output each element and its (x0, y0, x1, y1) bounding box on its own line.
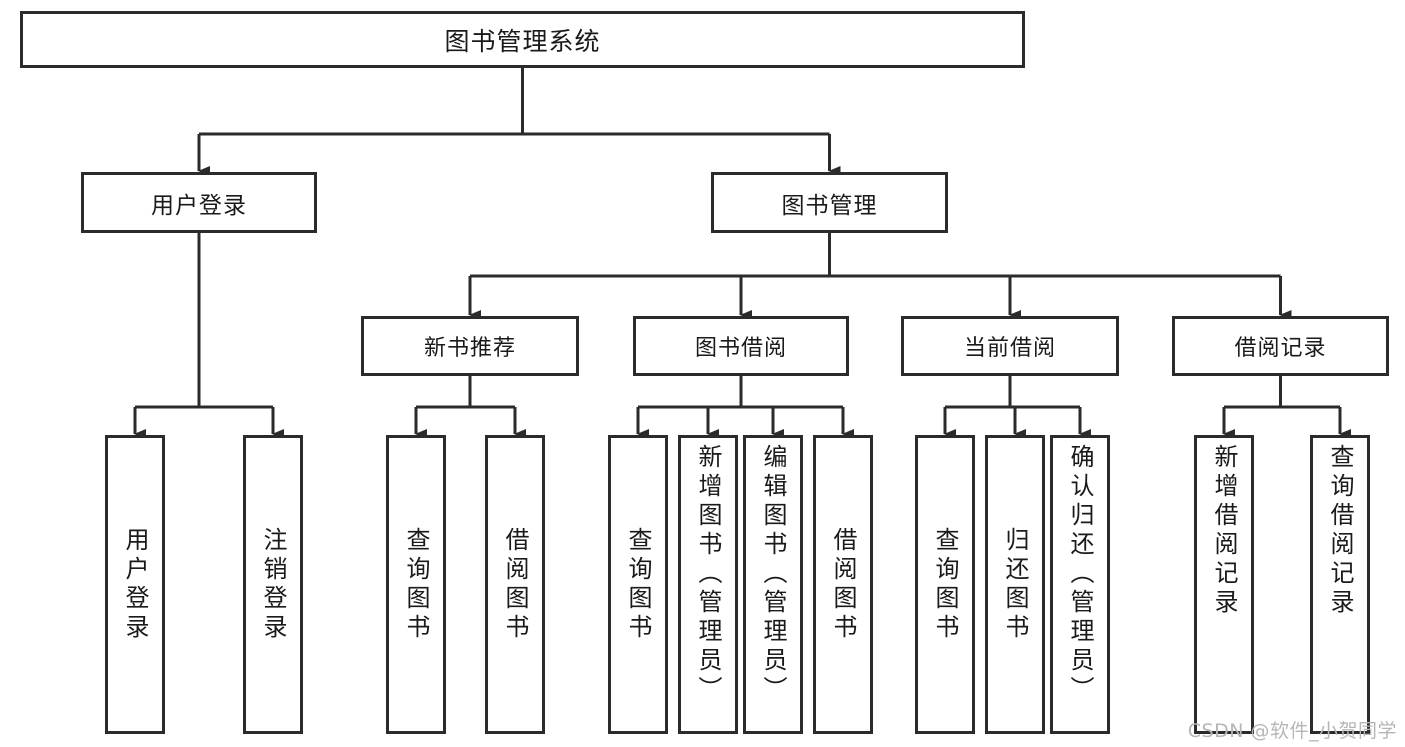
node-label: 查询图书 (402, 526, 430, 643)
node-borrow-record[interactable]: 借阅记录 (1172, 316, 1389, 376)
node-label: 编辑图书（管理员） (759, 444, 787, 705)
leaf-leaf-user-logout[interactable]: 注销登录 (243, 435, 303, 734)
node-current-borrow[interactable]: 当前借阅 (901, 316, 1119, 376)
node-book-manage[interactable]: 图书管理 (711, 172, 948, 233)
node-user-login[interactable]: 用户登录 (81, 172, 317, 233)
node-new-book-recommend[interactable]: 新书推荐 (361, 316, 579, 376)
leaf-leaf-return-book[interactable]: 归还图书 (985, 435, 1045, 734)
csdn-watermark: CSDN @软件_小贺同学 (1187, 720, 1397, 742)
leaf-leaf-query-record[interactable]: 查询借阅记录 (1310, 435, 1370, 734)
leaf-leaf-add-book[interactable]: 新增图书（管理员） (678, 435, 738, 734)
leaf-leaf-query-book-rec[interactable]: 查询图书 (386, 435, 446, 734)
leaf-leaf-confirm-return[interactable]: 确认归还（管理员） (1050, 435, 1110, 734)
leaf-leaf-user-login[interactable]: 用户登录 (105, 435, 165, 734)
node-label: 新增图书（管理员） (694, 444, 722, 705)
node-label: 借阅图书 (501, 526, 529, 643)
node-label: 归还图书 (1001, 526, 1029, 643)
node-label: 查询图书 (931, 526, 959, 643)
node-label: 借阅记录 (1234, 336, 1327, 361)
node-root-root[interactable]: 图书管理系统 (20, 11, 1025, 68)
node-label: 用户登录 (151, 192, 247, 219)
node-label: 确认归还（管理员） (1066, 444, 1094, 705)
leaf-leaf-query-book-current[interactable]: 查询图书 (915, 435, 975, 734)
leaf-leaf-add-record[interactable]: 新增借阅记录 (1194, 435, 1254, 734)
node-label: 借阅图书 (829, 526, 857, 643)
node-label: 图书借阅 (694, 336, 787, 361)
node-label: 用户登录 (121, 526, 149, 643)
node-book-borrow[interactable]: 图书借阅 (633, 316, 849, 376)
node-label: 新增借阅记录 (1210, 444, 1238, 618)
node-label: 图书管理系统 (444, 26, 601, 56)
node-label: 新书推荐 (423, 336, 516, 361)
node-label: 查询借阅记录 (1326, 444, 1354, 618)
leaf-leaf-query-book-borrow[interactable]: 查询图书 (608, 435, 668, 734)
node-label: 注销登录 (259, 526, 287, 643)
node-label: 当前借阅 (963, 336, 1056, 361)
node-label: 查询图书 (624, 526, 652, 643)
leaf-leaf-borrow-book-rec[interactable]: 借阅图书 (485, 435, 545, 734)
node-label: 图书管理 (781, 192, 878, 219)
leaf-leaf-borrow-book[interactable]: 借阅图书 (813, 435, 873, 734)
leaf-leaf-edit-book[interactable]: 编辑图书（管理员） (743, 435, 803, 734)
